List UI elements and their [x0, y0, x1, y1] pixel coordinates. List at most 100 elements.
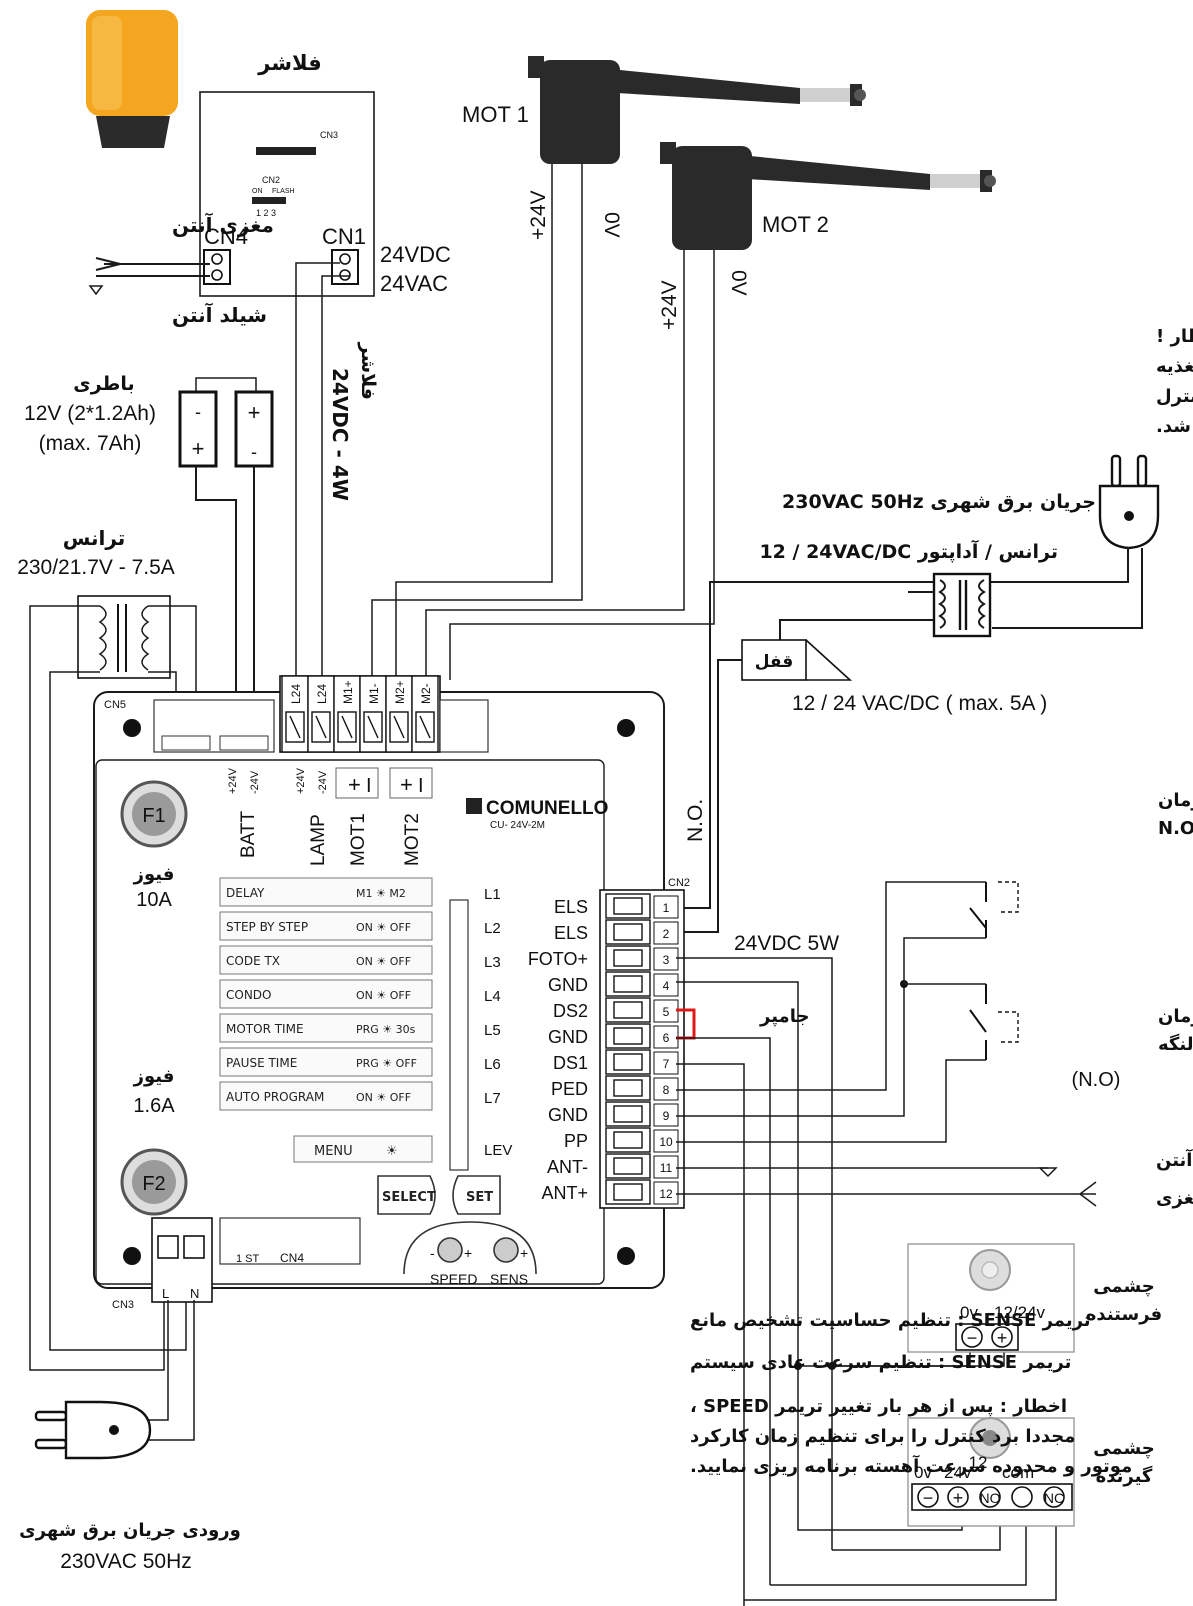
- setting-led: L6: [484, 1056, 501, 1073]
- button-2-line-2: بازشوی دو لنگه: [1158, 1033, 1193, 1055]
- motor-2-zero: 0V: [727, 270, 750, 296]
- svg-text:I: I: [366, 775, 372, 797]
- cn2-terminal-label: DS1: [553, 1053, 588, 1073]
- motor-polarity-marks: + I + I: [335, 767, 433, 799]
- lock-name: قفل: [755, 652, 794, 672]
- svg-text:-: -: [430, 1245, 435, 1261]
- setting-name: AUTO PROGRAM: [226, 1090, 324, 1104]
- adapter-to-lock: [779, 619, 934, 640]
- mains-in-wire-l: [120, 1300, 169, 1421]
- setting-led: L7: [484, 1090, 501, 1107]
- cn3-label: CN3: [112, 1299, 134, 1311]
- battery-max: (max. 7Ah): [39, 432, 142, 455]
- gnd-9-wire: [676, 984, 905, 1117]
- flasher-cn1-terminal: [331, 249, 359, 285]
- setting-led: L5: [484, 1022, 501, 1039]
- rx-nc: NC: [1044, 1490, 1064, 1506]
- motor-2-wire-pos: [425, 250, 685, 680]
- select-button[interactable]: [377, 1175, 436, 1215]
- ground-icon: [88, 285, 104, 296]
- motor-2-plus: +24V: [658, 280, 681, 330]
- motor-1-icon: [528, 56, 866, 164]
- fuse-2-value: 1.6A: [133, 1095, 175, 1117]
- svg-text:+: +: [520, 1245, 528, 1261]
- settings-row: [219, 1047, 433, 1077]
- transformer-secondary-wire-1: [148, 605, 197, 706]
- setting-name: CONDO: [226, 988, 272, 1002]
- gnd-wire-6: [676, 1037, 771, 1585]
- photocell-receiver: − +: [907, 1417, 1075, 1527]
- batt-label: BATT: [238, 810, 259, 858]
- warning-line-1: از ترمینال های GND/+FOTO برای تغذیه: [1156, 356, 1193, 377]
- button-2-line-3: (N.O): [1072, 1069, 1121, 1091]
- setting-name: CODE TX: [226, 954, 280, 968]
- svg-text:−: −: [967, 1328, 978, 1348]
- adapter-wire-1: [668, 548, 1129, 909]
- top-terminal-label: M2+: [393, 680, 407, 704]
- cn3-l: L: [162, 1286, 169, 1301]
- cn2-pin-number: 12: [659, 1187, 673, 1201]
- note-speed: تریمر SENSE : تنظیم سرعت عادی سیستم: [690, 1352, 1071, 1373]
- note-warning-1: اخطار : پس از هر بار تغییر تریمر SPEED ،: [690, 1396, 1067, 1417]
- ped-wire: [676, 881, 986, 1091]
- lamp-neg-label: -24V: [317, 770, 329, 794]
- cn2-pin-number: 6: [663, 1031, 670, 1045]
- transformer-icon: [77, 595, 171, 679]
- setting-led: L1: [484, 886, 501, 903]
- flasher-wire-spec: 24VDC - 4W: [328, 368, 352, 501]
- rx-title-1: چشمی: [1093, 1438, 1155, 1459]
- board-model: CU- 24V-2M: [490, 820, 545, 831]
- select-label: SELECT: [382, 1190, 436, 1205]
- mot2-label: MOT2: [402, 813, 423, 866]
- sens-trimmer[interactable]: [493, 1237, 519, 1263]
- cn2-terminal-label: GND: [548, 975, 588, 995]
- flasher-lamp-icon: [86, 10, 178, 148]
- settings-row: [219, 911, 433, 941]
- set-label: SET: [466, 1190, 493, 1205]
- warning-line-3: معیوب خواهد شد.: [1156, 416, 1193, 437]
- setting-name: PAUSE TIME: [226, 1056, 297, 1070]
- st1-label: 1 ST: [236, 1253, 260, 1265]
- cn2-terminal-label: FOTO+: [528, 949, 588, 969]
- cn4-connector: [219, 1217, 361, 1265]
- setting-name: DELAY: [226, 886, 265, 900]
- flasher-cn3: CN3: [320, 130, 338, 140]
- photocell-transmitter: − +: [907, 1243, 1075, 1353]
- fuse-f2-icon: [120, 1148, 188, 1216]
- sens-label: SENS: [490, 1271, 528, 1287]
- cn2-terminal-label: DS2: [553, 1001, 588, 1021]
- push-button-1-icon: [969, 881, 1019, 938]
- mount-hole-br: [617, 1247, 635, 1265]
- antenna-core-right: مغزی: [1156, 1188, 1193, 1209]
- svg-text:-: -: [251, 442, 257, 462]
- tx-12-24v: 12/24v: [994, 1303, 1046, 1322]
- cn2-terminal-label: ANT+: [541, 1183, 588, 1203]
- svg-text:+: +: [348, 772, 361, 797]
- motor-1-label: MOT 1: [462, 102, 529, 127]
- tx-0v: 0v: [960, 1303, 978, 1322]
- set-button[interactable]: [452, 1175, 501, 1215]
- setting-option: M1 ☀ M2: [356, 887, 406, 900]
- flasher-cn2: CN2: [262, 175, 280, 185]
- speed-trimmer[interactable]: [437, 1237, 463, 1263]
- svg-text:I: I: [418, 775, 424, 797]
- lock-spec: 12 / 24 VAC/DC ( max. 5A ): [792, 692, 1047, 715]
- setting-option: ON ☀ OFF: [356, 1091, 411, 1104]
- fuse-f1-icon: [120, 780, 188, 848]
- cn3-terminal: [151, 1217, 213, 1303]
- cn2-terminal-label: ELS: [554, 897, 588, 917]
- svg-text:☀: ☀: [386, 1144, 398, 1159]
- mains-input-line-2: 230VAC 50Hz: [60, 1550, 192, 1573]
- warning-line-2: قفل استفاده نکنید. برد کنترل: [1156, 386, 1193, 407]
- flasher-voltage-ac: 24VAC: [380, 271, 448, 296]
- flasher-cn4: CN4: [204, 224, 248, 249]
- fuse-2-title: فیوز: [133, 1066, 175, 1087]
- lamp-label: LAMP: [308, 814, 329, 866]
- mount-hole-tl: [123, 719, 141, 737]
- top-terminal-label: M2-: [419, 683, 433, 704]
- button-1-line-2: بازشوی نفر رو (موتور ۱) – N.O: [1158, 818, 1193, 839]
- cn2-terminal-label: PP: [564, 1131, 588, 1151]
- setting-led: L3: [484, 954, 501, 971]
- motor-1-wire-pos: [395, 164, 553, 680]
